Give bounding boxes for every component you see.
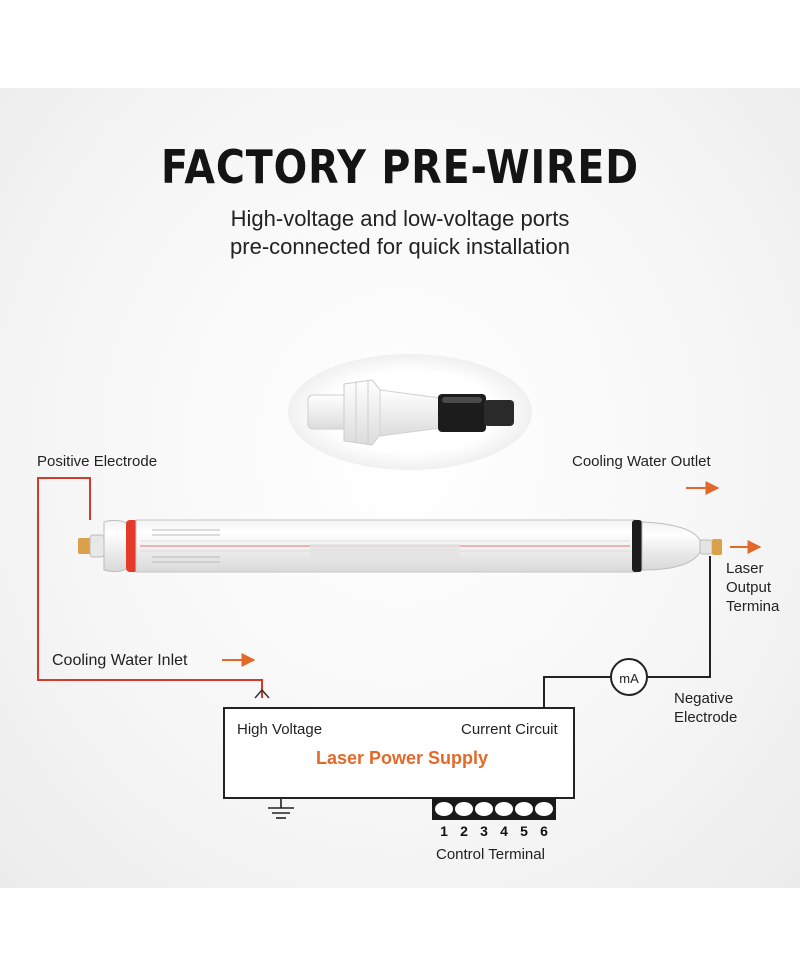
- label-laser-output-line-3: Termina: [726, 598, 780, 615]
- label-positive-electrode: Positive Electrode: [37, 453, 158, 470]
- terminal-socket: [435, 802, 453, 816]
- milliammeter-label: mA: [619, 671, 639, 686]
- output-connector-cap: [712, 539, 722, 555]
- milliammeter: [610, 658, 648, 696]
- terminal-socket: [495, 802, 513, 816]
- page-title: FACTORY PRE-WIRED: [161, 140, 639, 194]
- subtitle-line-1: High-voltage and low-voltage ports: [230, 206, 570, 231]
- label-current-circuit: Current Circuit: [461, 721, 558, 738]
- label-laser-output-line-1: Laser: [726, 560, 764, 577]
- label-laser-output: Laser Output Termina: [726, 559, 779, 616]
- terminal-number: 2: [460, 823, 468, 839]
- terminal-number: 3: [480, 823, 488, 839]
- label-control-terminal: Control Terminal: [436, 846, 545, 863]
- terminal-socket: [475, 802, 493, 816]
- terminal-number: 5: [520, 823, 528, 839]
- positive-electrode-ring: [126, 520, 138, 572]
- laser-tube: [78, 519, 722, 573]
- power-supply-box: [223, 707, 575, 799]
- positive-connector-cap: [78, 538, 92, 554]
- high-voltage-wire: [37, 477, 263, 698]
- label-laser-output-line-2: Output: [726, 579, 772, 596]
- label-cooling-water-inlet: Cooling Water Inlet: [52, 652, 188, 669]
- connector-body: [379, 389, 441, 437]
- connector-sleeve: [438, 394, 486, 432]
- terminal-number: 6: [540, 823, 548, 839]
- terminal-socket: [455, 802, 473, 816]
- control-terminal-strip: [432, 798, 556, 820]
- label-cooling-water-outlet: Cooling Water Outlet: [572, 453, 711, 470]
- label-negative-electrode-line-2: Electrode: [674, 709, 738, 726]
- terminal-socket: [535, 802, 553, 816]
- label-negative-electrode: Negative Electrode: [674, 689, 737, 727]
- negative-electrode-ring: [632, 520, 642, 572]
- label-high-voltage: High Voltage: [237, 721, 323, 738]
- terminal-number: 1: [440, 823, 448, 839]
- subtitle-line-2: pre-connected for quick installation: [230, 234, 570, 259]
- negative-wire: [647, 556, 711, 678]
- terminal-socket: [515, 802, 533, 816]
- terminal-number: 4: [500, 823, 508, 839]
- label-negative-electrode-line-1: Negative: [674, 690, 734, 707]
- connector-nut: [343, 379, 383, 446]
- power-supply-title: Laser Power Supply: [315, 748, 489, 768]
- connector-photo: [288, 354, 532, 470]
- ground-icon: [268, 798, 294, 819]
- connector-cable: [484, 400, 514, 426]
